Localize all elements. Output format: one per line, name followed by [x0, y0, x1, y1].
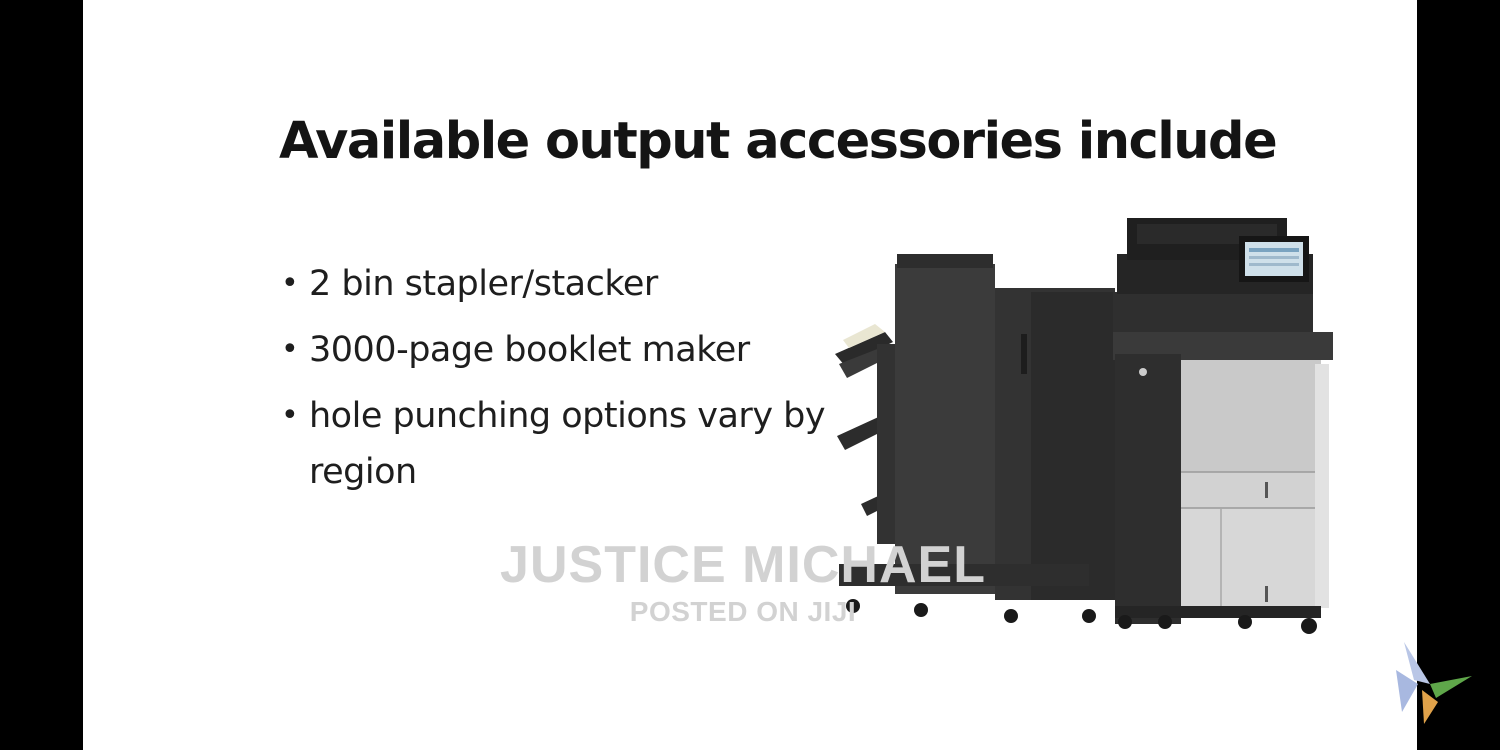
- watermark-posted: POSTED ON JIJI: [629, 596, 857, 627]
- bullet-text: 3000-page booklet maker: [309, 330, 750, 370]
- pinwheel-logo-icon: [1396, 642, 1472, 724]
- bullet-dot: •: [281, 398, 299, 433]
- finisher-unit: [835, 254, 1115, 623]
- slide-title: Available output accessories include: [279, 112, 1278, 171]
- bullet-item: • 2 bin stapler/stacker: [279, 256, 839, 312]
- watermark-name: JUSTICE MICHAEL: [500, 536, 986, 594]
- bullet-item: • 3000-page booklet maker: [279, 322, 839, 378]
- printer-image: [835, 218, 1333, 634]
- bullet-text: 2 bin stapler/stacker: [309, 264, 658, 304]
- bullet-dot: •: [281, 332, 299, 367]
- bullet-list: • 2 bin stapler/stacker • 3000-page bookle…: [279, 256, 839, 510]
- bullet-text: hole punching options vary by region: [309, 396, 826, 492]
- printer-body: [1113, 218, 1333, 634]
- slide: Available output accessories include • 2 …: [83, 0, 1417, 750]
- bullet-item: • hole punching options vary by region: [279, 388, 839, 500]
- bullet-dot: •: [281, 266, 299, 301]
- watermark: JUSTICE MICHAEL POSTED ON JIJI: [498, 536, 988, 630]
